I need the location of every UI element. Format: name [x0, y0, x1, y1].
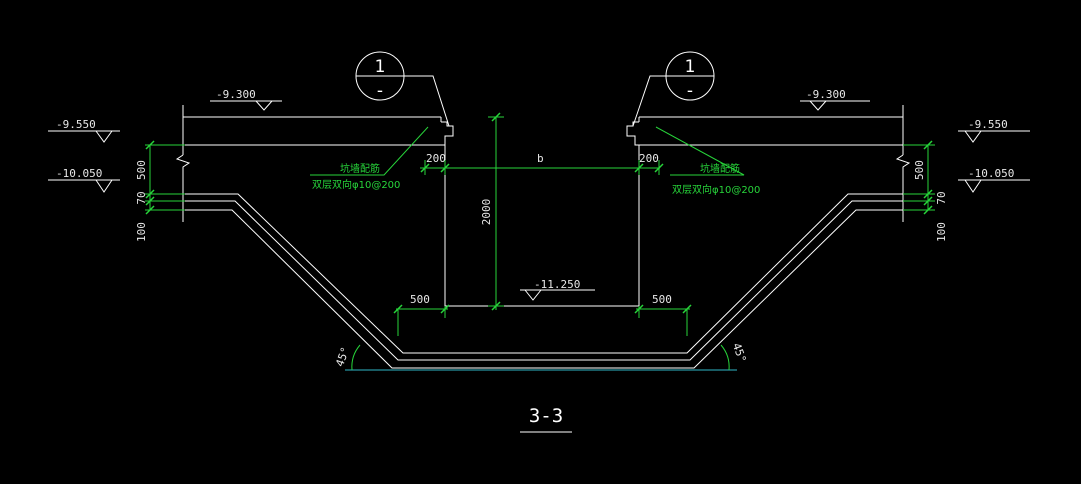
elevation-slab-right: -9.300: [806, 88, 846, 101]
dim-wall-left: 200: [426, 152, 446, 165]
structure-lines: [175, 51, 911, 433]
dim-pit-depth: 2000: [480, 199, 493, 226]
dim-left-500: 500: [135, 160, 148, 180]
dimension-ticks: [145, 112, 933, 314]
dim-bottom-left: 500: [410, 293, 430, 306]
elevation-right-lower: -10.050: [968, 167, 1014, 180]
dim-left-100: 100: [135, 222, 148, 242]
dim-bottom-right: 500: [652, 293, 672, 306]
dim-right-500: 500: [913, 160, 926, 180]
rebar-note-right-1: 坑墙配筋: [700, 162, 740, 175]
elevation-left-upper: -9.550: [56, 118, 96, 131]
angle-left: 45°: [333, 345, 352, 368]
elevation-pit-bottom: -11.250: [534, 278, 580, 291]
detail-marker-left-sheet: -: [377, 81, 383, 101]
rebar-note-left-2: 双层双向φ10@200: [312, 178, 400, 191]
elevation-markers: [48, 100, 1030, 301]
dim-wall-right: 200: [639, 152, 659, 165]
angle-right: 45°: [730, 341, 749, 364]
dim-right-70: 70: [935, 191, 948, 204]
detail-marker-left-number: 1: [375, 57, 386, 77]
elevation-right-upper: -9.550: [968, 118, 1008, 131]
rebar-note-left-1: 坑墙配筋: [340, 162, 380, 175]
rebar-note-right-2: 双层双向φ10@200: [672, 183, 760, 196]
elevation-slab-left: -9.300: [216, 88, 256, 101]
dim-pit-width: b: [537, 152, 544, 165]
elevation-left-lower: -10.050: [56, 167, 102, 180]
dim-right-100: 100: [935, 222, 948, 242]
dim-left-70: 70: [135, 191, 148, 204]
detail-marker-right-number: 1: [685, 57, 696, 77]
detail-marker-right-sheet: -: [687, 81, 693, 101]
dimension-lines: [145, 116, 935, 371]
section-title: 3-3: [529, 405, 563, 427]
